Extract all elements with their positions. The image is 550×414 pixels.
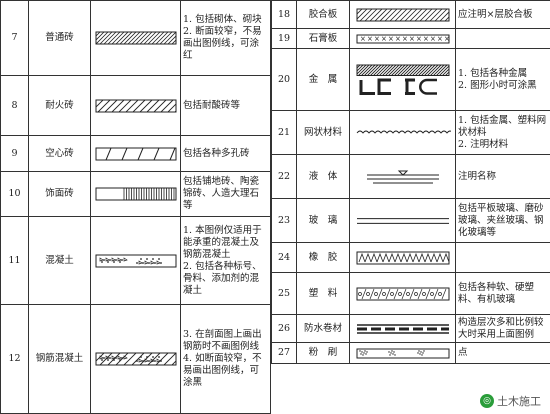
material-name: 饰面砖: [29, 172, 91, 217]
row-number: 21: [272, 111, 297, 155]
row-number: 12: [1, 305, 29, 414]
material-name: 橡 胶: [297, 243, 350, 273]
material-note: 包括各种多孔砖: [181, 136, 271, 172]
hatch-pattern-concrete: [91, 217, 181, 305]
material-note: 包括耐酸砖等: [181, 76, 271, 136]
row-number: 25: [272, 273, 297, 315]
material-name: 粉 刷: [297, 343, 350, 364]
hatch-pattern-membrane: [350, 315, 456, 343]
watermark-logo-icon: ◎: [480, 394, 494, 408]
material-name: 防水卷材: [297, 315, 350, 343]
hatch-pattern-mesh: [350, 111, 456, 155]
hatch-pattern-hollow: [91, 136, 181, 172]
material-name: 网状材料: [297, 111, 350, 155]
hatch-pattern-plywood: [350, 1, 456, 29]
material-name: 混凝土: [29, 217, 91, 305]
material-note: 应注明×层胶合板: [456, 1, 550, 29]
svg-text:×: ×: [416, 35, 422, 43]
row-number: 23: [272, 199, 297, 243]
material-name: 塑 料: [297, 273, 350, 315]
row-number: 11: [1, 217, 29, 305]
hatch-pattern-plastic: [350, 273, 456, 315]
material-name: 耐火砖: [29, 76, 91, 136]
row-number: 22: [272, 155, 297, 199]
material-name: 玻 璃: [297, 199, 350, 243]
row-number: 24: [272, 243, 297, 273]
row-number: 9: [1, 136, 29, 172]
row-number: 8: [1, 76, 29, 136]
material-name: 石膏板: [297, 29, 350, 49]
material-note: 3. 在剖面图上画出钢筋时不画图例线 4. 如断面较窄，不易画出图例线，可涂黑: [181, 305, 271, 414]
material-name: 胶合板: [297, 1, 350, 29]
material-note: [456, 29, 550, 49]
material-name: 普通砖: [29, 1, 91, 76]
material-note: 1. 包括各种金属 2. 图形小时可涂黑: [456, 49, 550, 111]
material-note: 注明名称: [456, 155, 550, 199]
material-note: 包括铺地砖、陶瓷锦砖、人造大理石等: [181, 172, 271, 217]
watermark: ◎ 土木施工: [477, 392, 544, 410]
material-note: 点: [456, 343, 550, 364]
material-name: 液 体: [297, 155, 350, 199]
row-number: 20: [272, 49, 297, 111]
svg-text:×: ×: [374, 35, 380, 43]
watermark-text: 土木施工: [497, 393, 541, 409]
svg-text:×: ×: [381, 35, 387, 43]
material-note: 构造层次多和比例较大时采用上面图例: [456, 315, 550, 343]
svg-text:×: ×: [423, 35, 429, 43]
row-number: 10: [1, 172, 29, 217]
hatch-pattern-rc: [91, 305, 181, 414]
hatch-pattern-facing: [91, 172, 181, 217]
svg-text:×: ×: [402, 35, 408, 43]
svg-text:×: ×: [430, 35, 436, 43]
material-note: 1. 包括金属、塑料网状材料 2. 注明材料: [456, 111, 550, 155]
svg-text:×: ×: [395, 35, 401, 43]
hatch-pattern-liquid: [350, 155, 456, 199]
material-note: 1. 包括砌体、砌块 2. 断面较窄，不易画出图例线，可涂红: [181, 1, 271, 76]
material-note: 包括平板玻璃、磨砂玻璃、夹丝玻璃、钢化玻璃等: [456, 199, 550, 243]
hatch-pattern-rubber: [350, 243, 456, 273]
material-note: 1. 本图例仅适用于能承重的混凝土及钢筋混凝土 2. 包括各种标号、骨料、添加剂…: [181, 217, 271, 305]
material-note: 包括各种软、硬塑料、有机玻璃: [456, 273, 550, 315]
material-name: 空心砖: [29, 136, 91, 172]
row-number: 18: [272, 1, 297, 29]
material-name: 金 属: [297, 49, 350, 111]
hatch-pattern-gypsum: ×××××××××××××: [350, 29, 456, 49]
svg-text:×: ×: [360, 35, 366, 43]
hatch-pattern-glass: [350, 199, 456, 243]
svg-text:×: ×: [367, 35, 373, 43]
row-number: 27: [272, 343, 297, 364]
row-number: 19: [272, 29, 297, 49]
svg-text:×: ×: [437, 35, 443, 43]
row-number: 7: [1, 1, 29, 76]
hatch-pattern-hatch-dense: [91, 1, 181, 76]
svg-text:×: ×: [388, 35, 394, 43]
material-name: 钢筋混凝土: [29, 305, 91, 414]
hatch-pattern-metal: [350, 49, 456, 111]
row-number: 26: [272, 315, 297, 343]
svg-text:×: ×: [409, 35, 415, 43]
material-note: [456, 243, 550, 273]
hatch-pattern-hatch-cross: [91, 76, 181, 136]
hatch-pattern-plaster: [350, 343, 456, 364]
svg-text:×: ×: [444, 35, 450, 43]
